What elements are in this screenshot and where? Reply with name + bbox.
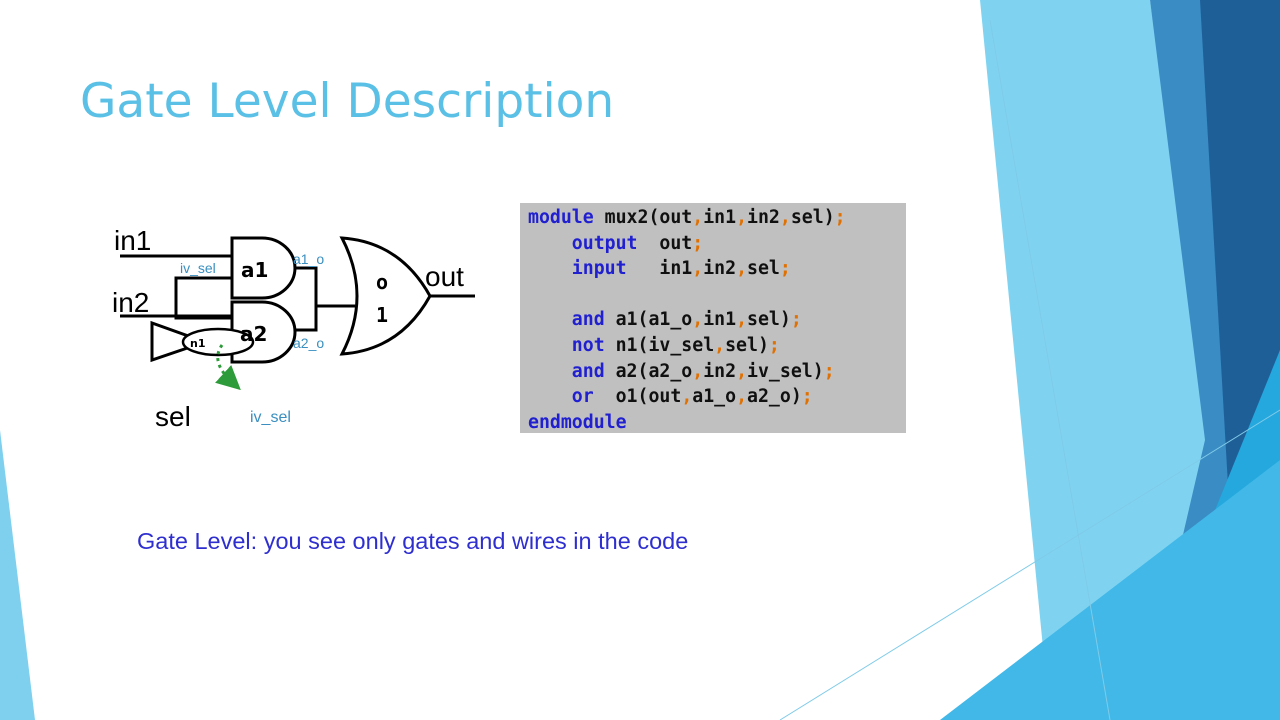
code-punctuation: , [736,309,748,331]
or-gate-o1 [339,236,432,356]
code-line: not n1(iv_sel,sel); [528,333,906,359]
code-identifier: a2_o) [747,386,802,408]
left-edge-shape [0,430,35,720]
code-punctuation: , [736,360,748,382]
slide-title: Gate Level Description [80,74,615,129]
code-identifier: in2 [747,207,780,228]
code-identifier: sel) [747,309,791,331]
thin-line-1 [989,19,1111,720]
right-light-shape [980,0,1215,720]
code-keyword: and [528,309,605,331]
thin-line-2 [779,409,1280,720]
code-identifier: sel) [725,334,769,356]
in1-label: in1 [114,225,151,256]
code-keyword: and [528,360,605,382]
code-identifier: in2 [703,360,737,382]
mux-circuit-diagram: in1 in2 sel out a1 a2 o 1 n1 iv_sel a1_o… [112,225,475,432]
iv-sel-arrow [215,344,241,391]
code-identifier: sel [747,258,780,280]
code-line: output out; [528,231,906,257]
code-line [528,282,906,308]
code-identifier: iv_sel) [747,360,824,382]
sel-to-a1-wire [174,276,232,320]
code-punctuation: , [692,207,704,228]
right-dark-shape [1200,0,1280,520]
code-identifier: mux2(out [593,207,693,228]
code-line: or o1(out,a1_o,a2_o); [528,384,906,410]
code-identifier: o1(out [593,386,682,408]
code-keyword: module [528,207,594,228]
code-identifier: sel) [790,207,835,228]
code-line: module mux2(out,in1,in2,sel); [528,205,906,231]
code-keyword: endmodule [528,411,627,433]
code-punctuation: ; [692,232,704,254]
code-punctuation: ; [790,309,802,331]
code-identifier: in1 [703,207,737,228]
verilog-code-block: module mux2(out,in1,in2,sel); output out… [520,203,906,433]
iv-sel-annotation: iv_sel [250,409,291,426]
bottom-blue-shape [940,460,1280,720]
in2-label: in2 [112,287,149,318]
code-line: and a1(a1_o,in1,sel); [528,307,906,333]
code-punctuation: , [692,309,704,331]
code-keyword: or [528,386,594,408]
code-punctuation: , [736,207,748,228]
o1-gate-label-bottom: 1 [376,303,388,327]
a1-gate-label: a1 [241,258,268,282]
code-punctuation: , [736,258,748,280]
a2-gate-label: a2 [240,322,267,346]
code-punctuation: , [779,207,791,228]
code-identifier: n1(iv_sel [604,334,715,356]
code-punctuation: ; [779,258,791,280]
code-identifier: a1_o [692,386,737,408]
a2-o-wire-label: a2_o [293,335,324,351]
code-identifier: in1 [703,309,737,331]
code-line: input in1,in2,sel; [528,256,906,282]
iv-sel-wire-label: iv_sel [180,260,216,276]
code-identifier: out [637,232,693,254]
code-punctuation: ; [823,360,835,382]
code-identifier: a1(a1_o [604,309,693,331]
code-keyword: not [528,334,605,356]
code-punctuation: , [681,386,693,408]
a2-output-wire [295,306,318,332]
code-line: and a2(a2_o,in2,iv_sel); [528,359,906,385]
sel-label: sel [155,401,191,432]
code-punctuation: , [692,360,704,382]
code-identifier: in2 [703,258,737,280]
n1-gate-label: n1 [190,337,206,350]
o1-gate-label-top: o [376,270,388,294]
code-punctuation: ; [834,207,846,228]
a1-output-wire [295,266,355,308]
not-gate-n1 [150,320,210,363]
code-punctuation: , [692,258,704,280]
code-punctuation: ; [801,386,813,408]
inverter-bubble [181,327,255,357]
and-gate-a1 [230,236,297,300]
code-punctuation: , [736,386,748,408]
code-keyword: input [528,258,627,280]
code-identifier: in1 [626,258,693,280]
code-keyword: output [528,232,638,254]
a1-o-wire-label: a1_o [293,251,324,267]
code-identifier: a2(a2_o [604,360,693,382]
code-punctuation: , [714,334,726,356]
code-line: endmodule [528,410,906,436]
code-punctuation: ; [768,334,780,356]
slide-caption: Gate Level: you see only gates and wires… [137,528,689,554]
out-label: out [425,261,464,292]
